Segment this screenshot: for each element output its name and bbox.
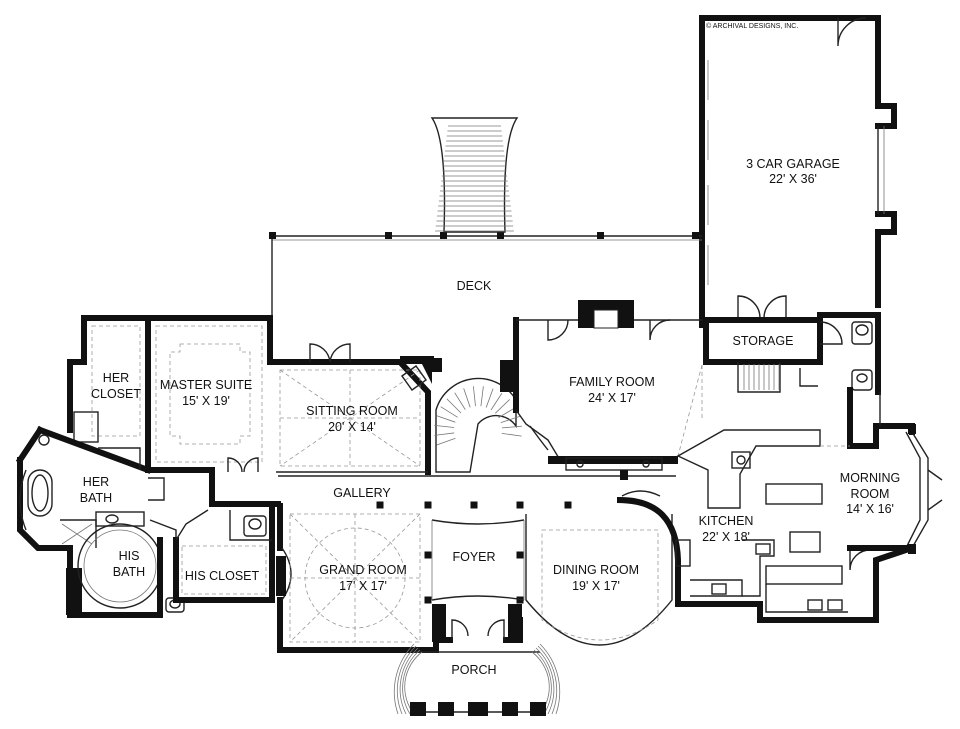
column	[516, 551, 524, 559]
label-grand-room-size: 17' X 17'	[339, 579, 387, 593]
spiral-stair-tread	[446, 398, 462, 414]
label-deck: DECK	[457, 279, 492, 293]
copyright-notice: © ARCHIVAL DESIGNS, INC.	[706, 22, 798, 30]
label-morning-room-line1: MORNING	[840, 471, 900, 485]
column	[376, 501, 384, 509]
label-her-closet-line1: HER	[103, 371, 129, 385]
label-dining-room-size: 19' X 17'	[572, 579, 620, 593]
spiral-stair-tread	[494, 399, 510, 414]
label-kitchen-size: 22' X 18'	[702, 530, 750, 544]
storage-area	[703, 312, 881, 395]
label-foyer: FOYER	[452, 550, 495, 564]
label-grand-room-name: GRAND ROOM	[319, 563, 407, 577]
column	[470, 501, 478, 509]
spiral-stair-tread	[473, 386, 476, 407]
butlers-pantry	[765, 531, 871, 613]
his-bath-fixtures	[66, 519, 185, 618]
porch-step-right	[537, 645, 558, 715]
label-garage-size: 22' X 36'	[769, 172, 817, 186]
column	[424, 596, 432, 604]
label-morning-room-size: 14' X 16'	[846, 502, 894, 516]
label-kitchen-name: KITCHEN	[699, 514, 754, 528]
porch-step-left	[404, 651, 423, 715]
label-her-bath-line2: BATH	[80, 491, 112, 505]
label-his-bath-line2: BATH	[113, 565, 145, 579]
column	[516, 501, 524, 509]
spiral-staircase	[428, 358, 522, 473]
spiral-stair-tread	[490, 392, 503, 411]
label-family-room-name: FAMILY ROOM	[569, 375, 655, 389]
label-dining-room-name: DINING ROOM	[553, 563, 639, 577]
label-sitting-room-name: SITTING ROOM	[306, 404, 398, 418]
family-room	[513, 300, 703, 471]
label-sitting-room-size: 20' X 14'	[328, 420, 376, 434]
label-master-suite-name: MASTER SUITE	[160, 378, 252, 392]
garage	[699, 15, 897, 328]
dining-room	[525, 470, 681, 646]
label-her-closet-line2: CLOSET	[91, 387, 141, 401]
porch-step-right	[533, 649, 552, 715]
spiral-stair-tread	[440, 406, 458, 418]
grand-room	[276, 503, 439, 653]
spiral-stair-tread	[501, 432, 522, 437]
spiral-stair-tread	[454, 392, 466, 410]
label-his-closet: HIS CLOSET	[185, 569, 260, 583]
her-bath-fixtures	[15, 425, 165, 551]
label-garage-name: 3 CAR GARAGE	[746, 157, 840, 171]
column	[424, 551, 432, 559]
morning-room	[820, 387, 943, 554]
porch-step-right	[539, 643, 561, 715]
spiral-stair-tread	[498, 406, 516, 418]
master-wing	[67, 315, 281, 507]
porch	[393, 604, 561, 716]
label-storage: STORAGE	[733, 334, 794, 348]
spiral-stair-tread	[501, 425, 522, 429]
porch-step-left	[393, 643, 415, 715]
label-family-room-size: 24' X 17'	[588, 391, 636, 405]
column	[424, 501, 432, 509]
label-her-bath-line1: HER	[83, 475, 109, 489]
column	[564, 501, 572, 509]
porch-step-left	[399, 647, 419, 715]
spiral-stair-tread	[480, 386, 484, 407]
spiral-stair-tread	[500, 416, 520, 423]
label-gallery: GALLERY	[333, 486, 391, 500]
spiral-stair-tread	[463, 388, 471, 408]
spiral-stair-tread	[436, 415, 456, 423]
porch-step-left	[396, 645, 417, 715]
kitchen	[675, 429, 916, 623]
spiral-stair-tread	[436, 437, 456, 446]
deck-stairs	[430, 117, 519, 233]
deck	[269, 232, 702, 322]
gallery-and-foyer	[278, 475, 620, 604]
label-master-suite-size: 15' X 19'	[182, 394, 230, 408]
porch-step-left	[402, 649, 421, 715]
spiral-stair-tread	[434, 425, 455, 428]
label-his-bath-line1: HIS	[119, 549, 140, 563]
spiral-stair-tread	[485, 388, 494, 408]
label-porch: PORCH	[451, 663, 496, 677]
his-closet	[173, 507, 275, 603]
label-morning-room-line2: ROOM	[851, 487, 890, 501]
porch-step-right	[535, 647, 555, 715]
spiral-stair-tread	[434, 432, 455, 436]
